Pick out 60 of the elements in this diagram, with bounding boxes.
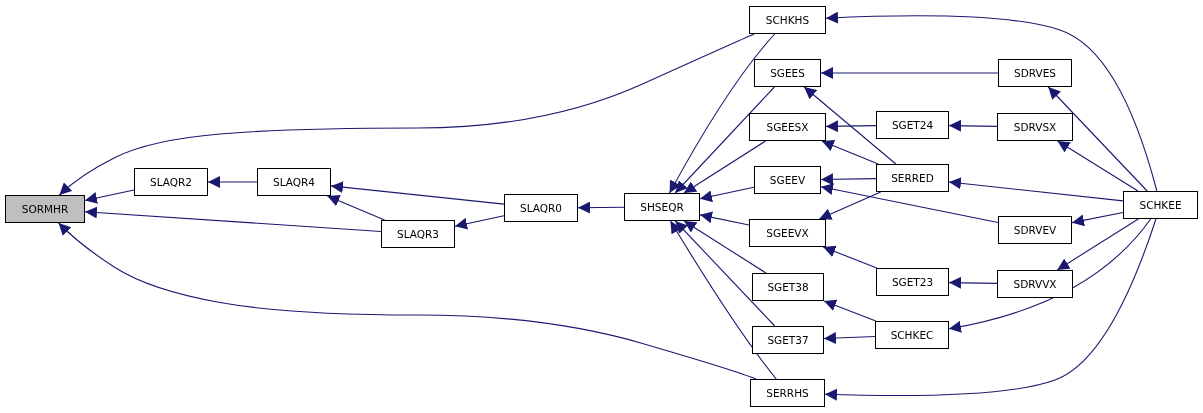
function-box: SGET24 [876, 111, 949, 139]
arrow [58, 222, 757, 380]
function-box: SGEEV [754, 166, 821, 194]
function-box: SGET37 [752, 326, 824, 354]
function-box: SGEES [754, 59, 821, 87]
function-box: SORMHR [5, 195, 85, 223]
arrow [1057, 140, 1139, 192]
arrow [818, 191, 882, 220]
function-box: SCHKEE [1123, 191, 1198, 219]
arrow [699, 211, 750, 226]
function-box: SGET38 [752, 273, 824, 301]
function-box: SERRED [876, 164, 949, 192]
function-box: SERRHS [750, 379, 825, 407]
arrow [948, 218, 1152, 333]
arrow [948, 177, 1124, 202]
arrow [683, 220, 767, 274]
arrow [669, 33, 776, 194]
arrow [822, 245, 878, 269]
arrow [948, 119, 998, 132]
arrow [820, 183, 999, 224]
function-box: SLAQR2 [134, 168, 208, 196]
arrow [330, 181, 505, 205]
arrow [84, 206, 382, 233]
function-box: SGEESX [749, 113, 826, 141]
arrow [823, 332, 876, 345]
arrow [1071, 211, 1124, 227]
function-box: SLAQR3 [381, 220, 455, 248]
arrow [948, 276, 998, 289]
arrow [1047, 86, 1148, 192]
arrow [824, 218, 1157, 401]
function-box: SLAQR4 [257, 168, 331, 196]
function-box: SDRVSX [997, 113, 1073, 141]
arrow [820, 173, 877, 186]
arrow [674, 86, 775, 194]
function-box: SHSEQR [624, 193, 700, 221]
function-box: SDRVES [998, 59, 1072, 87]
arrow [207, 176, 258, 188]
arrow [820, 67, 999, 79]
function-box: SGET23 [876, 268, 949, 296]
arrow [699, 186, 755, 203]
arrow [821, 140, 879, 165]
arrow [669, 220, 777, 380]
function-box: SCHKHS [749, 6, 826, 34]
arrow [326, 195, 386, 221]
function-box: SDRVVX [997, 270, 1073, 298]
arrow [803, 86, 897, 165]
arrow [577, 201, 625, 214]
arrow [683, 140, 767, 194]
function-box: SGEEVX [749, 219, 826, 247]
function-box: SDRVEV [998, 216, 1072, 244]
arrow [823, 299, 877, 322]
arrow [825, 11, 1158, 192]
arrow [674, 220, 776, 327]
arrow [84, 189, 135, 204]
arrow [454, 215, 505, 230]
arrow [825, 120, 877, 133]
function-box: SCHKEC [875, 321, 949, 349]
arrow [1056, 218, 1139, 271]
arrow [58, 33, 755, 196]
function-box: SLAQR0 [504, 194, 578, 222]
